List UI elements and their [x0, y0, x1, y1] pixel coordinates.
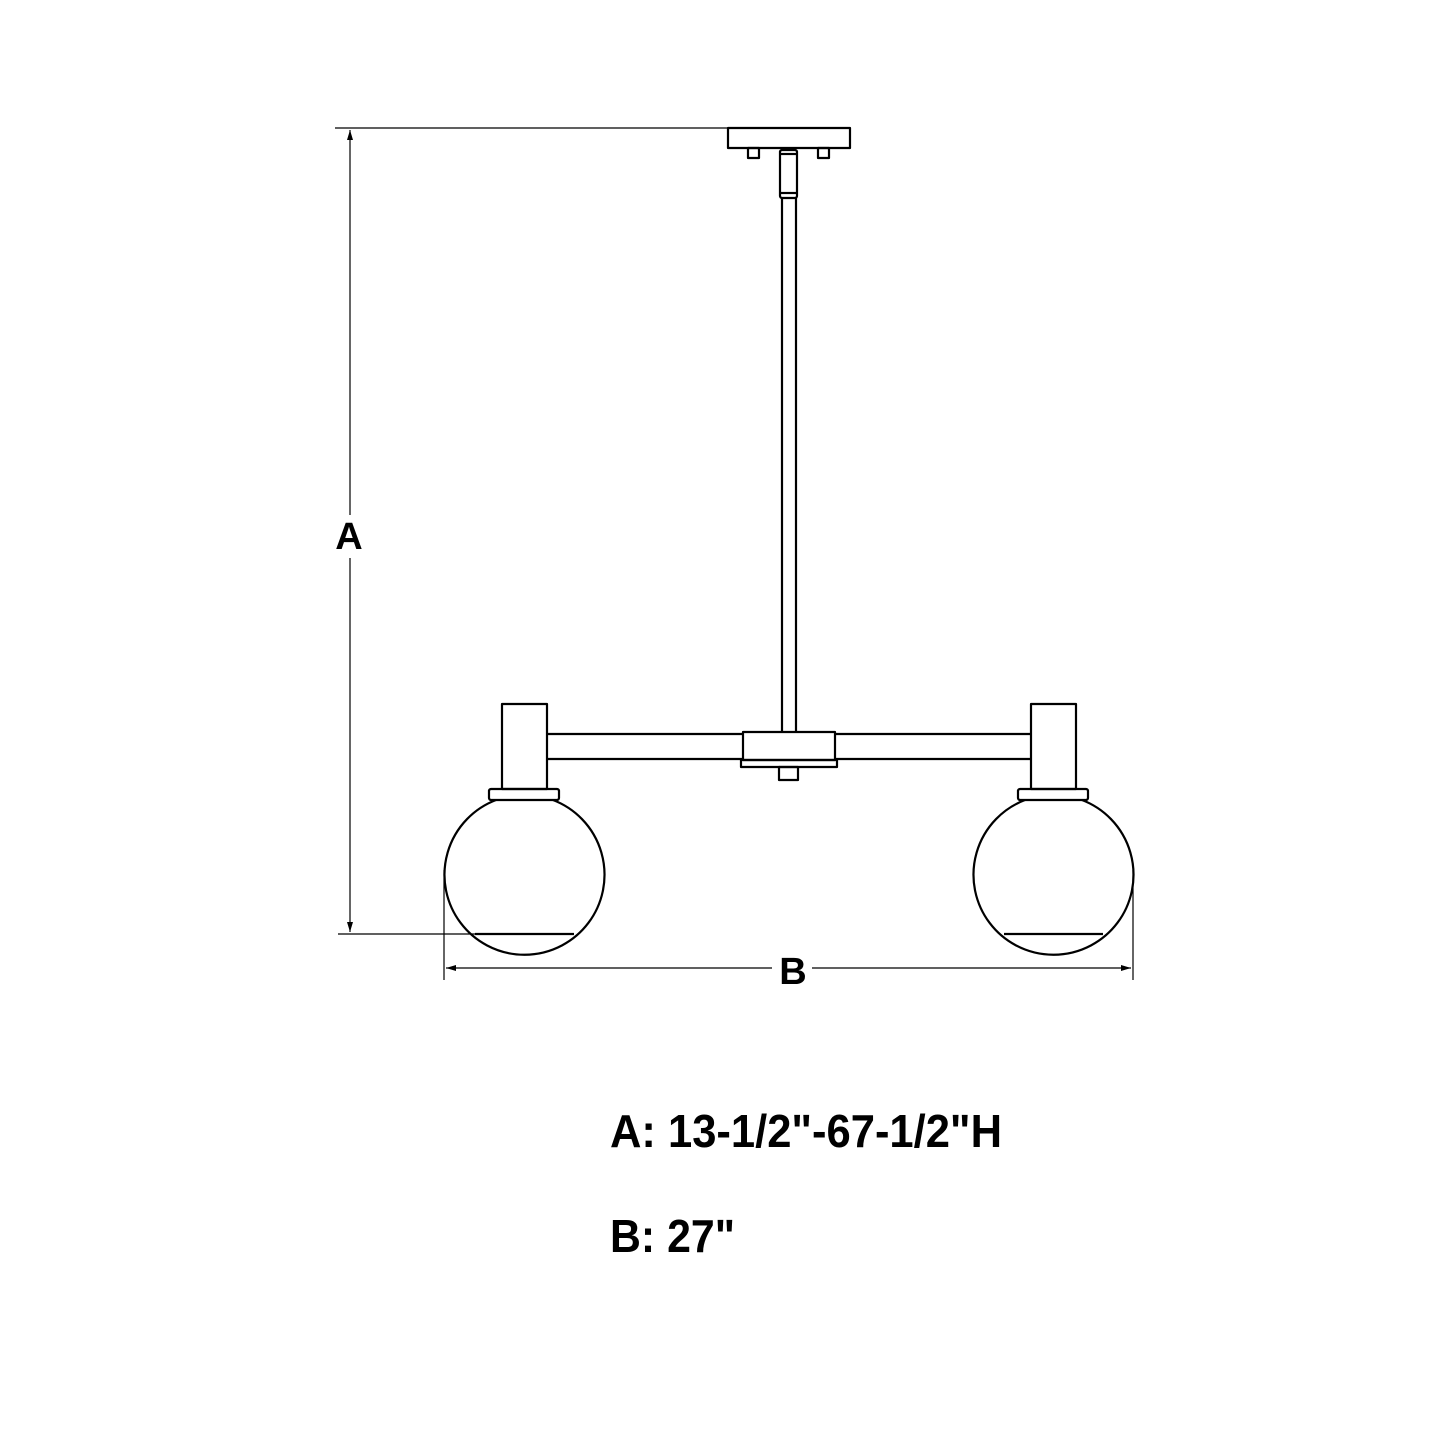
left-light-fixture	[443, 702, 606, 956]
dimension-b: B	[443, 870, 1134, 993]
left-globe-shade	[443, 798, 606, 956]
right-globe-shade	[972, 798, 1135, 956]
dimension-a-label: A	[335, 516, 362, 558]
spec-width: B: 27"	[610, 1210, 735, 1262]
ceiling-canopy	[726, 126, 852, 200]
spec-height: A: 13-1/2"-67-1/2"H	[610, 1105, 1002, 1157]
right-light-fixture	[972, 702, 1135, 956]
dimension-a: A	[335, 127, 728, 935]
dimension-b-label: B	[779, 951, 806, 993]
downrod	[780, 198, 798, 731]
horizontal-arm	[547, 732, 1031, 761]
center-hub	[739, 730, 839, 782]
